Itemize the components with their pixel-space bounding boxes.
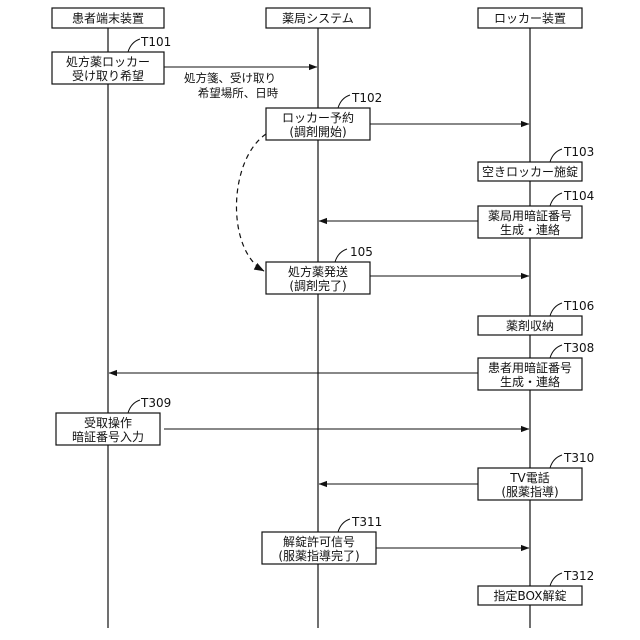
step-t309-line-2: 暗証番号入力 (72, 429, 144, 444)
step-t310-line-1: TV電話 (509, 470, 550, 485)
step-t102-tag: T102 (351, 91, 382, 105)
step-t102-line-2: (調剤開始) (289, 124, 346, 139)
lane-label-patient: 患者端末装置 (72, 12, 144, 26)
step-t106-tag-leader (550, 303, 562, 316)
lane-label-locker: ロッカー装置 (494, 12, 566, 26)
step-t310-tag: T310 (563, 451, 594, 465)
lane-header-patient: 患者端末装置 (52, 8, 164, 28)
loop-arrow-dispensing (236, 134, 266, 271)
step-t103-tag-leader (550, 149, 562, 162)
step-t104-line-2: 生成・連絡 (500, 222, 560, 237)
step-105-line-1: 処方薬発送 (288, 264, 348, 279)
step-t308-line-2: 生成・連絡 (500, 374, 560, 389)
step-t312-tag-leader (550, 573, 562, 586)
step-105-tag-leader (335, 249, 347, 262)
step-t308-tag: T308 (563, 341, 594, 355)
step-105-tag: 105 (350, 245, 373, 259)
step-t101-tag: T101 (140, 35, 171, 49)
lane-header-locker: ロッカー装置 (478, 8, 582, 28)
step-t311-line-1: 解錠許可信号 (283, 534, 355, 549)
step-t104-tag: T104 (563, 189, 594, 203)
step-t308-tag-leader (550, 345, 562, 358)
step-t310-tag-leader (550, 455, 562, 468)
lane-label-pharmacy: 薬局システム (282, 12, 354, 26)
step-t104-tag-leader (550, 193, 562, 206)
step-t103: 空きロッカー施錠 T103 (478, 145, 594, 181)
lane-header-pharmacy: 薬局システム (266, 8, 370, 28)
step-t309-tag: T309 (140, 396, 171, 410)
step-t311-line-2: (服薬指導完了) (278, 548, 359, 563)
step-t311-tag-leader (338, 519, 350, 532)
step-t310: TV電話 (服薬指導) T310 (478, 451, 594, 500)
step-t312-tag: T312 (563, 569, 594, 583)
step-t308: 患者用暗証番号 生成・連絡 T308 (478, 341, 594, 390)
step-t311-tag: T311 (351, 515, 382, 529)
step-t309: 受取操作 暗証番号入力 T309 (56, 396, 171, 445)
step-t312: 指定BOX解錠 T312 (478, 569, 594, 605)
step-t309-tag-leader (128, 400, 140, 413)
step-t101-line-1: 処方薬ロッカー (66, 54, 150, 69)
step-105-line-2: (調剤完了) (289, 278, 346, 293)
step-t104: 薬局用暗証番号 生成・連絡 T104 (478, 189, 594, 238)
step-t103-tag: T103 (563, 145, 594, 159)
step-t102-tag-leader (338, 95, 350, 108)
step-t104-line-1: 薬局用暗証番号 (488, 208, 572, 223)
message-label-line-2: 希望場所、日時 (198, 86, 279, 100)
step-t106-line-1: 薬剤収納 (506, 318, 554, 333)
step-t311: 解錠許可信号 (服薬指導完了) T311 (262, 515, 382, 564)
step-t312-line-1: 指定BOX解錠 (494, 588, 567, 603)
step-t101-tag-leader (128, 39, 140, 52)
step-t103-line-1: 空きロッカー施錠 (482, 164, 578, 179)
step-t101: 処方薬ロッカー 受け取り希望 T101 (52, 35, 171, 84)
step-t106-tag: T106 (563, 299, 594, 313)
message-label-line-1: 処方箋、受け取り (184, 71, 276, 85)
step-t310-line-2: (服薬指導) (501, 484, 558, 499)
step-t102: ロッカー予約 (調剤開始) T102 (266, 91, 382, 140)
step-t102-line-1: ロッカー予約 (282, 110, 354, 125)
message-label-prescription: 処方箋、受け取り 希望場所、日時 (184, 71, 279, 100)
step-t106: 薬剤収納 T106 (478, 299, 594, 335)
step-t309-line-1: 受取操作 (84, 415, 132, 430)
step-t308-line-1: 患者用暗証番号 (488, 360, 572, 375)
step-105: 処方薬発送 (調剤完了) 105 (266, 245, 373, 294)
step-t101-line-2: 受け取り希望 (72, 68, 144, 83)
